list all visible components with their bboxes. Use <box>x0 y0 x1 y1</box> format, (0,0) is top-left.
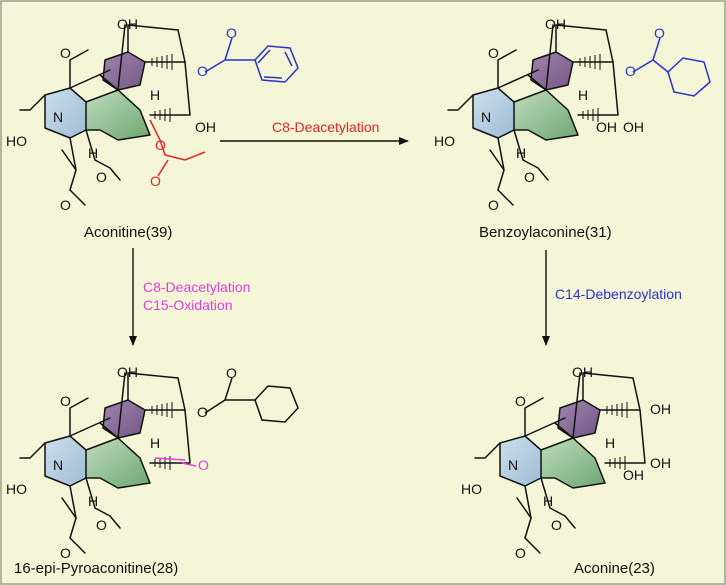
atom-oh: OH <box>650 401 671 417</box>
atom-o: O <box>60 45 71 61</box>
atom-o: O <box>226 365 237 381</box>
atom-o: O <box>155 137 166 153</box>
atom-oh: OH <box>195 119 216 135</box>
compound-label-aconitine: Aconitine(39) <box>84 224 172 241</box>
compound-label-benzoylaconine: Benzoylaconine(31) <box>479 224 612 241</box>
atom-n: N <box>508 457 518 473</box>
atom-n: N <box>53 109 63 125</box>
arrow-label-deacetylation-2: C8-Deacetylation <box>143 279 250 295</box>
atom-o: O <box>524 169 535 185</box>
atom-ho: HO <box>434 133 455 149</box>
atom-o: O <box>515 545 526 561</box>
atom-o: O <box>60 545 71 561</box>
acetate-group <box>149 119 206 177</box>
atom-o: O <box>226 25 237 41</box>
atom-o: O <box>96 169 107 185</box>
atom-o: O <box>150 173 161 189</box>
arrow-label-deacetylation: C8-Deacetylation <box>272 119 379 135</box>
atom-o: O <box>551 517 562 533</box>
structure-benzoylaconine: OH O N H H HO OH OH O O O O <box>434 16 711 213</box>
atom-oh: OH <box>623 119 644 135</box>
benzoate-group <box>632 37 711 97</box>
structure-pyroaconitine: OH O N H H HO O O O O O <box>6 364 299 561</box>
atom-o: O <box>197 63 208 79</box>
atom-o: O <box>60 393 71 409</box>
atom-ho: HO <box>461 481 482 497</box>
atom-h: H <box>88 493 98 509</box>
atom-h: H <box>605 435 615 451</box>
compound-label-aconine: Aconine(23) <box>574 560 655 577</box>
benzoate-group <box>204 37 299 83</box>
atom-o: O <box>96 517 107 533</box>
compound-label-pyroaconitine: 16-epi-Pyroaconitine(28) <box>14 560 178 577</box>
atom-h: H <box>516 145 526 161</box>
atom-o: O <box>488 45 499 61</box>
atom-o: O <box>197 404 208 420</box>
atom-h: H <box>543 493 553 509</box>
structure-aconitine: OH O N H H HO OH O O O O O O <box>6 16 299 213</box>
arrow-label-oxidation: C15-Oxidation <box>143 297 233 313</box>
atom-h: H <box>150 87 160 103</box>
atom-o: O <box>198 457 209 473</box>
atom-h: H <box>150 435 160 451</box>
structure-aconine: OH O N H H HO OH OH OH O O <box>461 364 671 561</box>
atom-o: O <box>515 393 526 409</box>
atom-h: H <box>578 87 588 103</box>
benzoate-group <box>204 377 299 423</box>
atom-o: O <box>488 197 499 213</box>
atom-oh: OH <box>596 119 617 135</box>
atom-ho: HO <box>6 133 27 149</box>
atom-oh: OH <box>623 467 644 483</box>
arrow-label-debenzoylation: C14-Debenzoylation <box>555 286 682 302</box>
atom-o: O <box>60 197 71 213</box>
atom-o: O <box>625 63 636 79</box>
atom-n: N <box>481 109 491 125</box>
atom-h: H <box>88 145 98 161</box>
atom-oh: OH <box>650 455 671 471</box>
atom-oh: OH <box>572 364 593 380</box>
atom-oh: OH <box>545 16 566 32</box>
atom-n: N <box>53 457 63 473</box>
atom-o: O <box>654 25 665 41</box>
ketone-group <box>154 457 197 467</box>
atom-oh: OH <box>117 364 138 380</box>
atom-ho: HO <box>6 481 27 497</box>
atom-oh: OH <box>117 16 138 32</box>
